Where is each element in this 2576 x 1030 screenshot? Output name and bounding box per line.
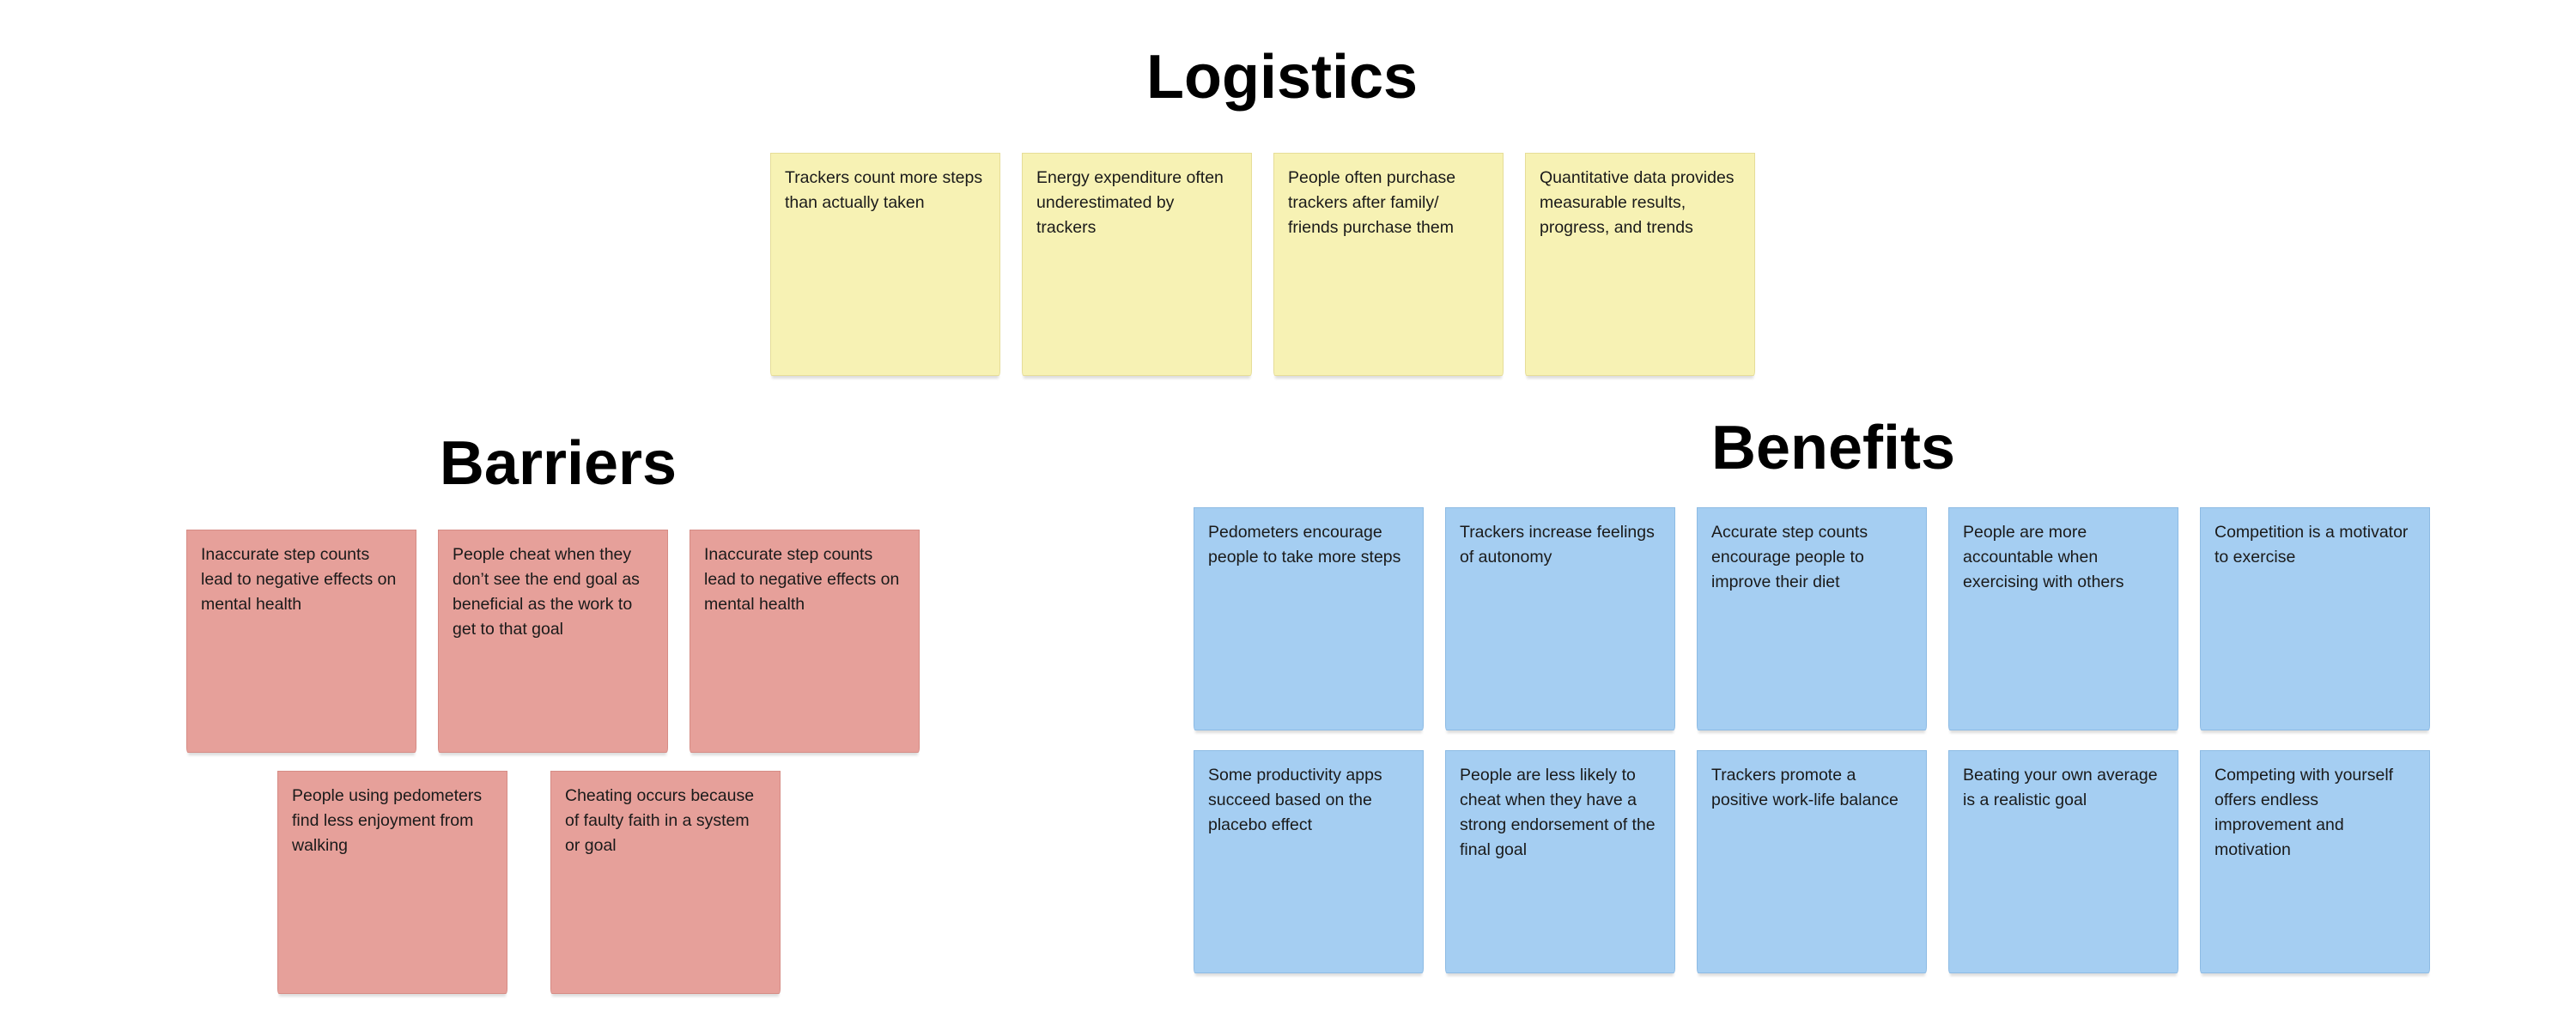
sticky-note-benefits-5[interactable]: Competition is a motivator to exercise <box>2200 507 2430 730</box>
barriers-heading: Barriers <box>439 429 677 498</box>
sticky-note-benefits-4[interactable]: People are more accountable when exercis… <box>1948 507 2178 730</box>
sticky-note-benefits-2[interactable]: Trackers increase feelings of autonomy <box>1445 507 1675 730</box>
sticky-note-benefits-6[interactable]: Some productivity apps succeed based on … <box>1194 750 1424 973</box>
sticky-note-benefits-3[interactable]: Accurate step counts encourage people to… <box>1697 507 1927 730</box>
logistics-heading: Logistics <box>1146 43 1419 112</box>
sticky-note-logistics-1[interactable]: Trackers count more steps than actually … <box>770 153 1000 376</box>
sticky-note-barriers-2[interactable]: People cheat when they don’t see the end… <box>438 530 668 753</box>
sticky-note-barriers-3[interactable]: Inaccurate step counts lead to negative … <box>690 530 920 753</box>
sticky-note-text: Pedometers encourage people to take more… <box>1208 523 1401 566</box>
sticky-note-benefits-1[interactable]: Pedometers encourage people to take more… <box>1194 507 1424 730</box>
sticky-note-text: Trackers count more steps than actually … <box>785 168 983 212</box>
benefits-heading: Benefits <box>1710 414 1956 482</box>
sticky-note-text: Competition is a motivator to exercise <box>2215 523 2409 566</box>
sticky-note-text: People cheat when they don’t see the end… <box>453 545 640 639</box>
sticky-note-text: Trackers increase feelings of autonomy <box>1460 523 1655 566</box>
sticky-note-logistics-2[interactable]: Energy expenditure often underestimated … <box>1022 153 1252 376</box>
sticky-note-text: Cheating occurs because of faulty faith … <box>565 786 755 855</box>
sticky-note-text: People often purchase trackers after fam… <box>1288 168 1456 237</box>
sticky-note-benefits-10[interactable]: Competing with yourself offers endless i… <box>2200 750 2430 973</box>
sticky-note-text: Some productivity apps succeed based on … <box>1208 766 1382 834</box>
sticky-note-barriers-4[interactable]: People using pedometers find less enjoym… <box>277 771 507 994</box>
sticky-note-barriers-1[interactable]: Inaccurate step counts lead to negative … <box>186 530 416 753</box>
sticky-note-benefits-8[interactable]: Trackers promote a positive work-life ba… <box>1697 750 1927 973</box>
sticky-note-barriers-5[interactable]: Cheating occurs because of faulty faith … <box>550 771 781 994</box>
sticky-note-text: People are less likely to cheat when the… <box>1460 766 1656 859</box>
sticky-note-text: Accurate step counts encourage people to… <box>1711 523 1868 591</box>
sticky-note-text: Competing with yourself offers endless i… <box>2215 766 2394 859</box>
sticky-note-text: Energy expenditure often underestimated … <box>1036 168 1224 237</box>
sticky-note-benefits-9[interactable]: Beating your own average is a realistic … <box>1948 750 2178 973</box>
sticky-note-text: Inaccurate step counts lead to negative … <box>201 545 397 614</box>
sticky-note-logistics-4[interactable]: Quantitative data provides measurable re… <box>1525 153 1755 376</box>
sticky-note-text: Quantitative data provides measurable re… <box>1540 168 1735 237</box>
sticky-note-text: People using pedometers find less enjoym… <box>292 786 483 855</box>
sticky-note-logistics-3[interactable]: People often purchase trackers after fam… <box>1273 153 1504 376</box>
sticky-note-text: People are more accountable when exercis… <box>1963 523 2124 591</box>
sticky-note-benefits-7[interactable]: People are less likely to cheat when the… <box>1445 750 1675 973</box>
sticky-note-text: Beating your own average is a realistic … <box>1963 766 2158 809</box>
sticky-note-text: Inaccurate step counts lead to negative … <box>704 545 900 614</box>
sticky-note-text: Trackers promote a positive work-life ba… <box>1711 766 1899 809</box>
